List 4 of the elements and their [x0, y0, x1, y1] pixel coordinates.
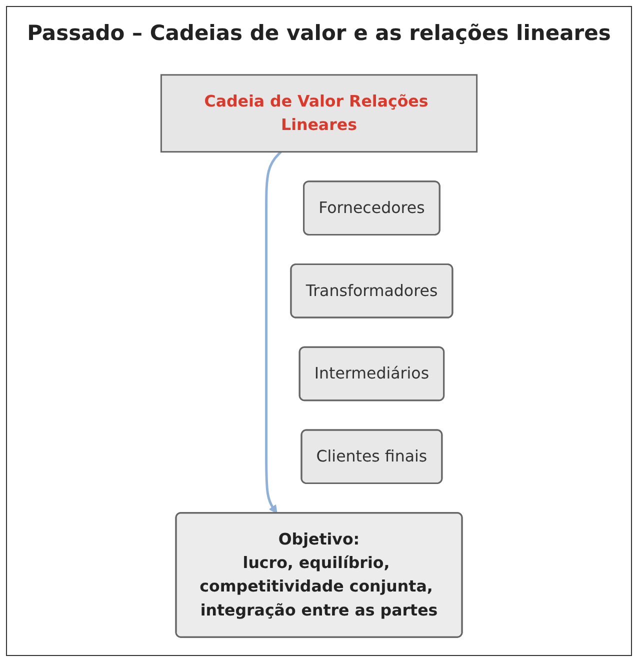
- frame-border: Passado – Cadeias de valor e as relações lineares Cadeia de Valor Relações Lineares Fornecedores Transformadores Intermediários Clientes finais Objetivo: lucro, equilíbrio, competitividade conjunta, integração entre as partes: [6, 6, 632, 656]
- node-box: [160, 74, 478, 153]
- arrow: [265, 150, 282, 514]
- title: Passado – Cadeias de valor e as relações lineares: [26, 21, 612, 45]
